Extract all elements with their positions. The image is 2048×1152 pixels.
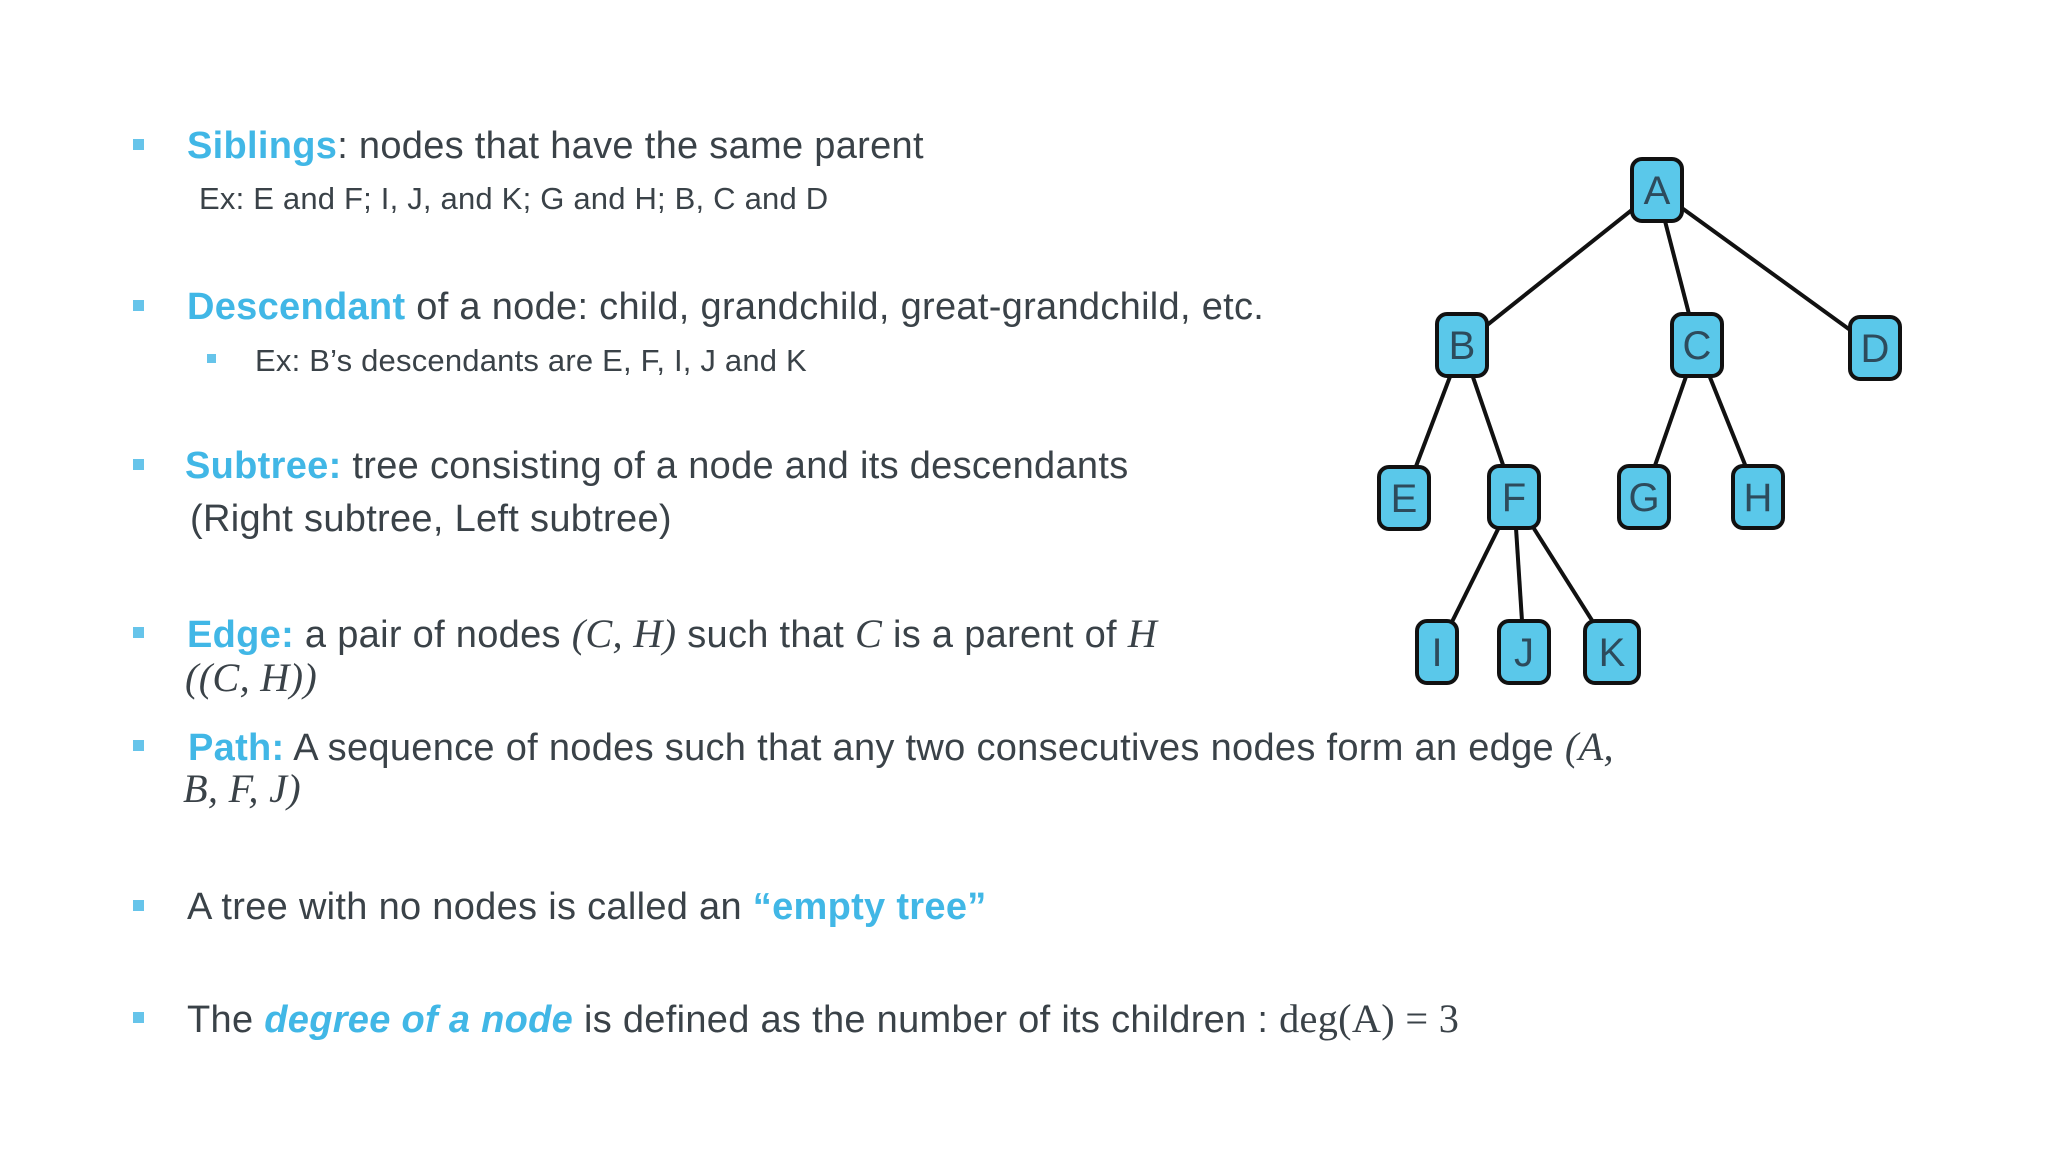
tree-edge-A-B: [1460, 188, 1659, 347]
tree-node-F: F: [1487, 464, 1541, 530]
text-segment: (Right subtree, Left subtree): [190, 498, 672, 540]
text-segment: is a parent of: [882, 614, 1128, 656]
math-segment: ((C, H)): [185, 655, 318, 700]
text-segment: tree consisting of a node and its descen…: [341, 445, 1129, 487]
math-segment: B, F, J): [183, 766, 301, 811]
text-segment: : nodes that have the same parent: [337, 125, 924, 167]
tree-node-box-J: [1497, 619, 1551, 685]
tree-node-A: A: [1630, 157, 1684, 223]
bullet-marker: [133, 459, 144, 470]
tree-node-label-A: A: [1644, 169, 1671, 213]
text-segment: of a node: child, grandchild, great-gran…: [405, 286, 1265, 328]
tree-node-K: K: [1583, 619, 1641, 685]
text-segment: is defined as the number of its children…: [573, 999, 1280, 1041]
keyword-subtree: Subtree:: [185, 445, 342, 487]
text-segment: Ex: B’s descendants are E, F, I, J and K: [255, 343, 807, 378]
tree-node-label-B: B: [1449, 324, 1476, 368]
text-segment: A sequence of nodes such that any two co…: [284, 727, 1565, 769]
keyword-edge: Edge:: [187, 614, 295, 656]
keyword-degree: degree of a node: [264, 999, 574, 1041]
tree-node-label-C: C: [1683, 324, 1712, 368]
tree-node-label-J: J: [1514, 631, 1534, 675]
tree-node-box-F: [1487, 464, 1541, 530]
bullet-marker: [133, 139, 144, 150]
tree-node-box-I: [1415, 619, 1459, 685]
tree-node-label-F: F: [1502, 476, 1526, 520]
keyword-empty-tree: “empty tree”: [752, 886, 987, 928]
tree-node-J: J: [1497, 619, 1551, 685]
tree-node-box-E: [1377, 465, 1431, 531]
tree-node-label-E: E: [1391, 477, 1418, 521]
bullet-marker: [133, 900, 144, 911]
tree-node-box-D: [1848, 315, 1902, 381]
tree-node-box-G: [1617, 464, 1671, 530]
math-segment: (C, H): [571, 611, 677, 656]
bullet-marker: [133, 1012, 144, 1023]
bullet-marker: [133, 627, 144, 638]
tree-node-box-A: [1630, 157, 1684, 223]
tree-node-D: D: [1848, 315, 1902, 381]
tree-node-label-I: I: [1431, 631, 1442, 675]
tree-node-H: H: [1731, 464, 1785, 530]
tree-node-C: C: [1670, 312, 1724, 378]
sub-bullet-marker: [207, 354, 216, 363]
math-segment: C: [855, 611, 883, 656]
text-segment: Ex: E and F; I, J, and K; G and H; B, C …: [199, 181, 829, 216]
math-segment: (A,: [1564, 724, 1614, 769]
keyword-path: Path:: [188, 727, 285, 769]
math-segment: deg(A) = 3: [1279, 996, 1460, 1041]
bullet-marker: [133, 740, 144, 751]
keyword-descendant: Descendant: [187, 286, 406, 328]
tree-node-E: E: [1377, 465, 1431, 531]
tree-node-label-D: D: [1861, 327, 1890, 371]
bullet-marker: [133, 300, 144, 311]
tree-node-label-H: H: [1744, 476, 1773, 520]
text-segment: A tree with no nodes is called an: [187, 886, 753, 928]
text-segment: The: [187, 999, 265, 1041]
keyword-siblings: Siblings: [187, 125, 338, 167]
text-segment: such that: [676, 614, 855, 656]
tree-node-label-K: K: [1599, 631, 1626, 675]
tree-edge-A-D: [1655, 188, 1877, 350]
tree-node-G: G: [1617, 464, 1671, 530]
tree-node-box-H: [1731, 464, 1785, 530]
tree-node-box-C: [1670, 312, 1724, 378]
tree-node-label-G: G: [1628, 476, 1659, 520]
tree-node-box-B: [1435, 312, 1489, 378]
tree-node-box-K: [1583, 619, 1641, 685]
tree-node-B: B: [1435, 312, 1489, 378]
math-segment: H: [1127, 611, 1158, 656]
text-segment: a pair of nodes: [294, 614, 572, 656]
tree-node-I: I: [1415, 619, 1459, 685]
